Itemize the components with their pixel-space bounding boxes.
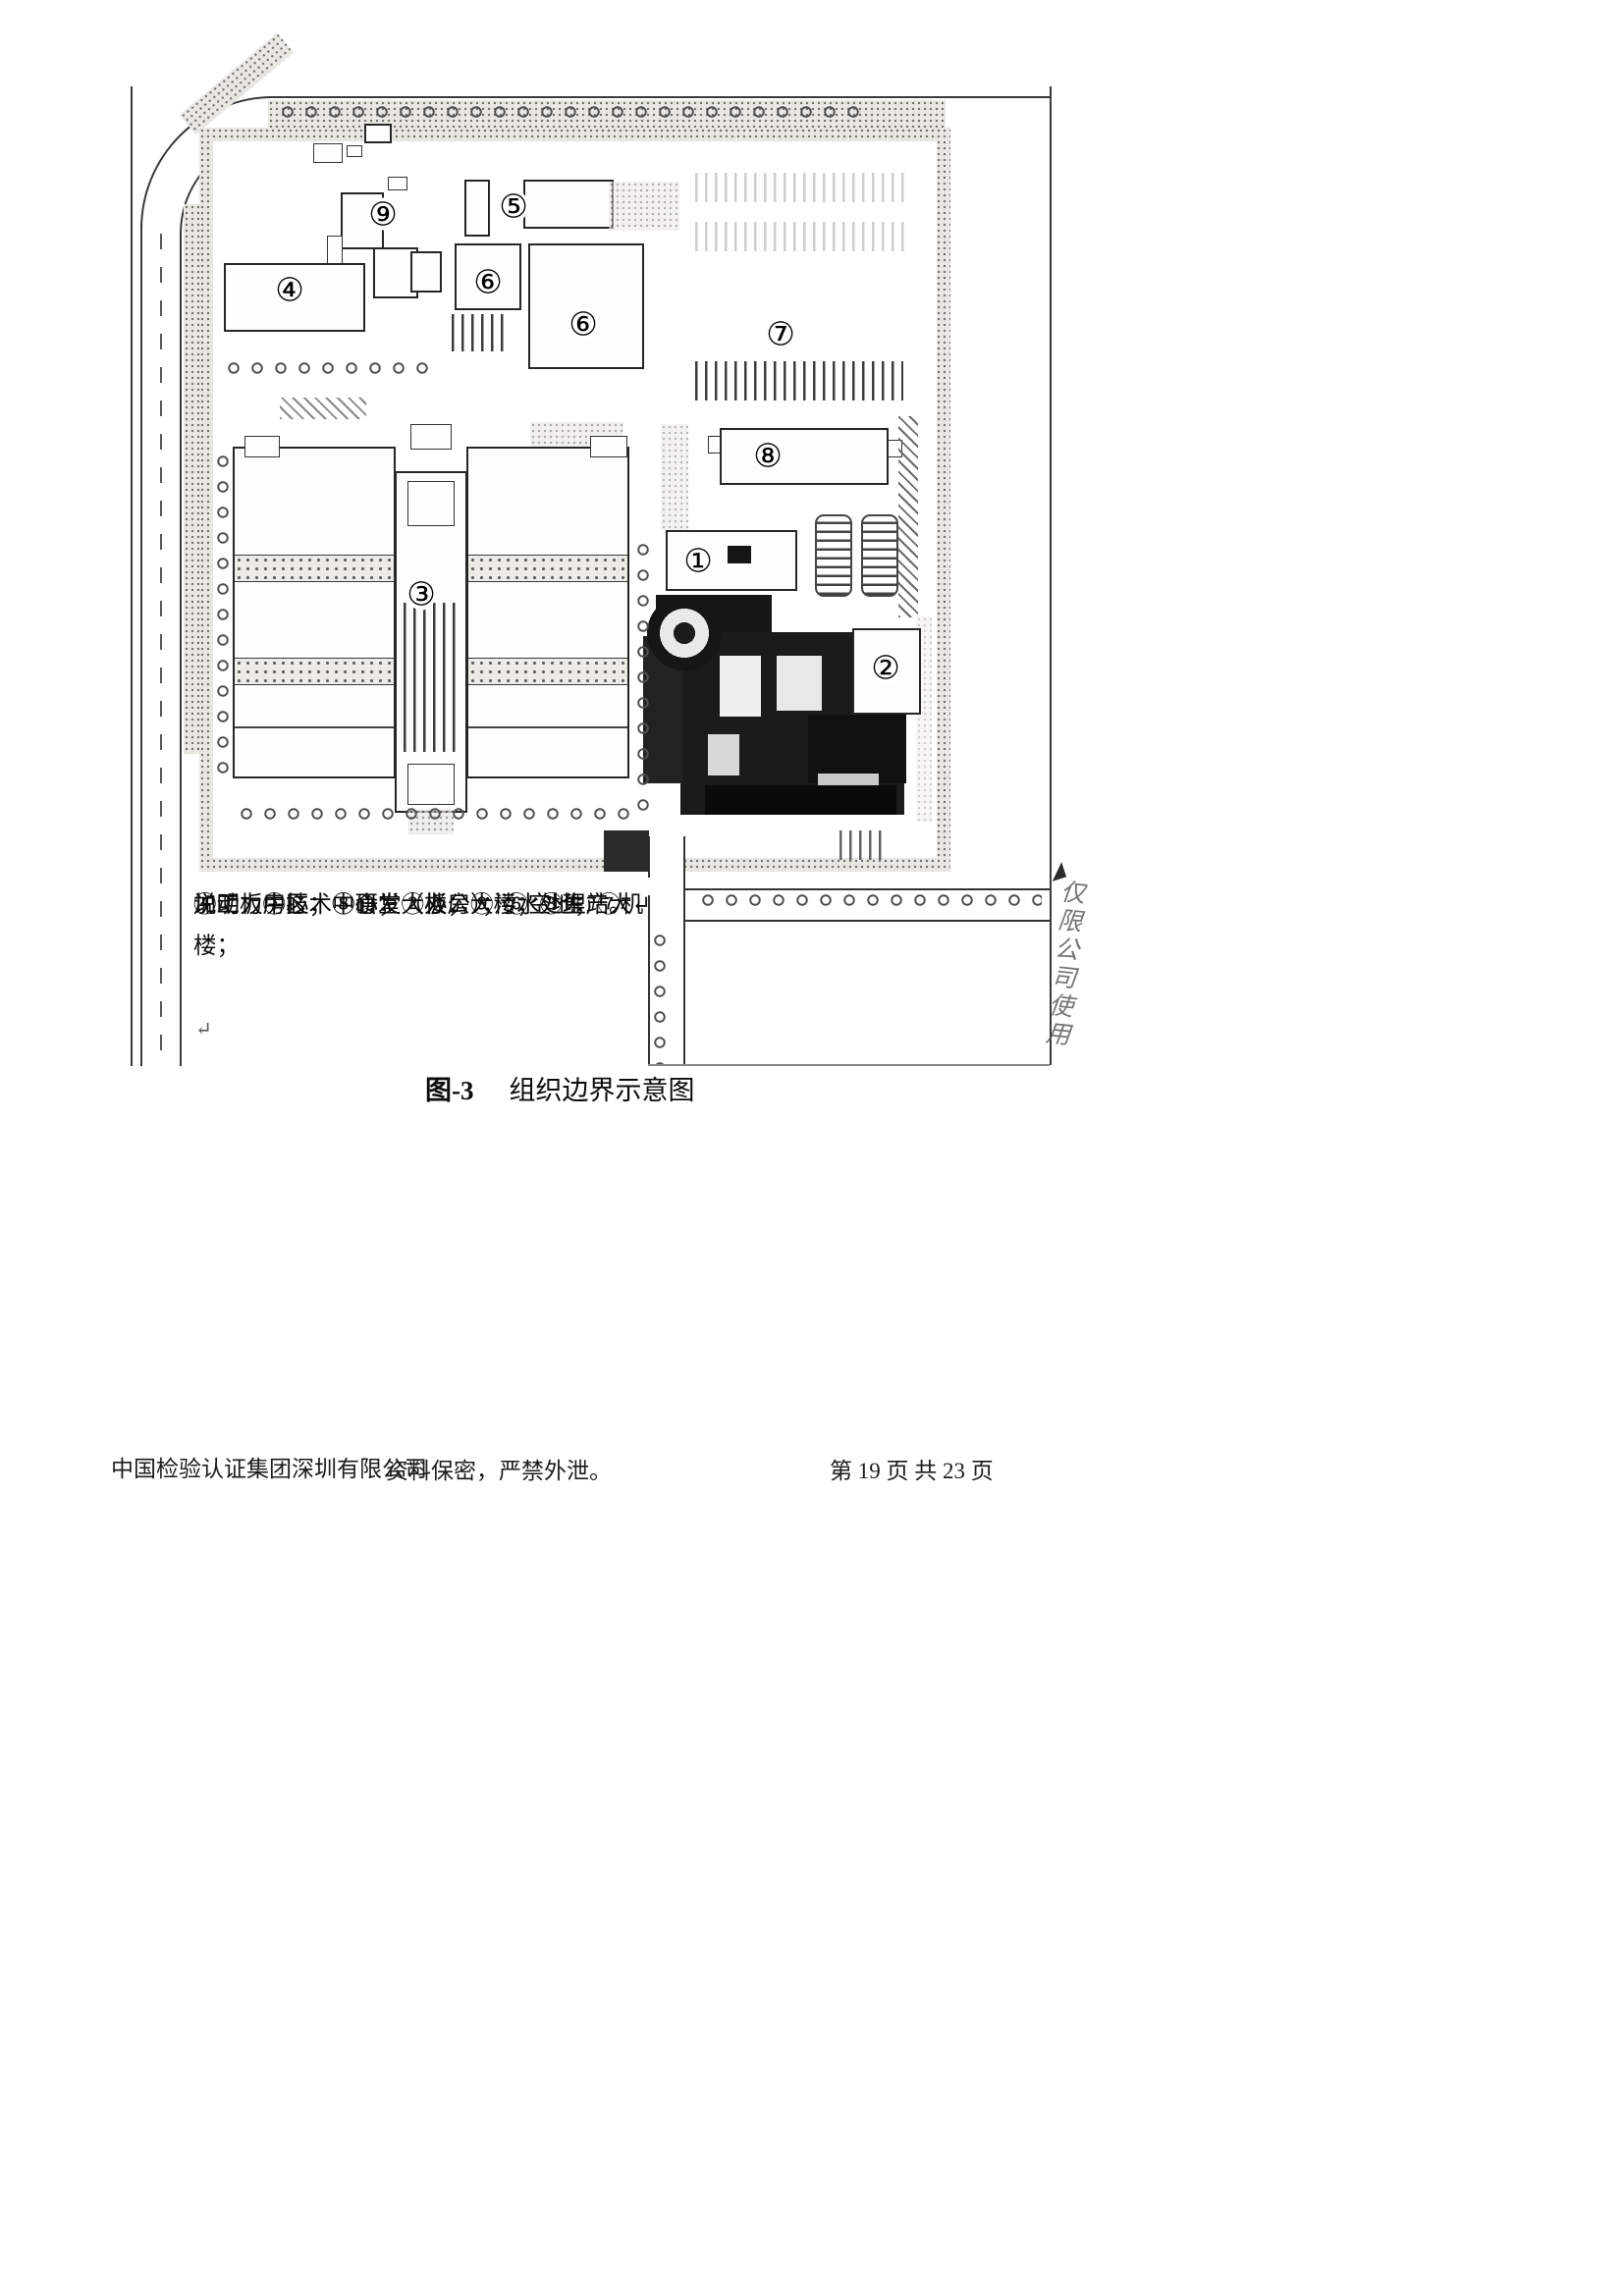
marker-1-technical-center: ①: [683, 541, 713, 580]
figure-caption: 图-3 组织边界示意图: [425, 1069, 695, 1107]
rnd-building: [720, 428, 889, 485]
corridor-strip: [468, 555, 627, 582]
corridor-strip: [235, 658, 394, 685]
green-patch: [609, 182, 679, 231]
tree-row: [237, 805, 631, 823]
stair-core: [244, 436, 280, 457]
tree-column: [214, 450, 232, 774]
site-plan-map: 说明：①技术中心；②办公大楼；③生产大楼； ④动力中心；⑤食堂（板房）；⑥空地；…: [131, 32, 1054, 1068]
spine-core: [407, 764, 455, 805]
legend-line-2: ④动力中心；⑤食堂（板房）；⑥空地；⑦机: [193, 892, 644, 918]
marker-3-production-building: ③: [406, 574, 436, 614]
courtyard: [708, 734, 739, 775]
hatched-patch: [280, 398, 366, 419]
footer-confidentiality: 资料保密，严禁外泄。: [386, 1459, 612, 1483]
marker-2-office-building: ②: [871, 648, 900, 687]
roadside-tree-row: [698, 891, 1042, 909]
production-building-west: [233, 447, 396, 778]
open-lot-large: [528, 243, 644, 369]
courtyard: [720, 656, 761, 717]
figure-caption-label: 图-3: [425, 1076, 474, 1105]
marker-7-machining-area: ⑦: [766, 314, 795, 353]
floor-line: [235, 726, 394, 728]
legend-line-1: 说明：①技术中心；②办公大楼；③生产大楼；: [193, 892, 632, 959]
circular-plaza: [645, 594, 724, 672]
spine-ramp: [404, 603, 459, 752]
road-junction-block: [604, 830, 649, 872]
stair-core: [410, 424, 452, 450]
scan-frame-left-line: [131, 86, 133, 1066]
dark-bar: [705, 785, 896, 815]
west-hedge: [184, 204, 199, 754]
small-building: [410, 251, 442, 293]
production-building-east: [466, 447, 629, 778]
corridor-strip: [235, 555, 394, 582]
west-road-left-line: [140, 224, 142, 1066]
legend-box: 说明：①技术中心；②办公大楼；③生产大楼； ④动力中心；⑤食堂（板房）；⑥空地；…: [182, 878, 657, 959]
faint-parking-row: [695, 222, 906, 251]
legend-line-3: 加工板房区；⑧研发大楼；⑨污水处理站。↵: [193, 892, 652, 918]
shed-row: [695, 361, 903, 400]
figure-caption-title: 组织边界示意图: [509, 1076, 695, 1105]
marker-4-power-center: ④: [275, 270, 304, 309]
parking-patch: [839, 830, 887, 860]
scan-frame-right-line: [1050, 86, 1052, 1065]
tree-column: [634, 538, 652, 813]
floor-line: [468, 726, 627, 728]
west-road-right-line: [180, 239, 182, 1066]
green-strip: [661, 424, 688, 530]
roof-detail: [728, 546, 751, 563]
faint-parking-row: [695, 173, 906, 202]
parking-row: [861, 514, 898, 597]
footer-page-number: 第 19 页 共 23 页: [830, 1459, 994, 1483]
marker-6-open-lot-b: ⑥: [568, 304, 598, 344]
footer-company: 中国检验认证集团深圳有限公司: [111, 1457, 427, 1481]
gate-house: [364, 124, 392, 143]
marker-6-open-lot-a: ⑥: [473, 262, 503, 301]
hatched-patch: [452, 314, 511, 351]
dark-complex-block: [808, 715, 906, 783]
marker-5-canteen: ⑤: [499, 187, 528, 226]
stair-core: [590, 436, 627, 457]
east-hedge-strip: [898, 416, 918, 617]
spine-core: [407, 481, 455, 526]
small-building: [388, 177, 407, 190]
marker-8-rnd-building: ⑧: [753, 436, 783, 475]
courtyard: [777, 656, 822, 711]
canteen-building: [523, 180, 614, 229]
canteen-annex: [464, 180, 490, 237]
west-road-center-dash: [160, 234, 162, 1066]
small-shed: [347, 145, 362, 157]
stray-return-mark: ↵: [195, 1019, 212, 1041]
small-building: [327, 236, 343, 265]
roadside-tree-column: [651, 929, 669, 1064]
parking-row: [815, 514, 852, 597]
corridor-strip: [468, 658, 627, 685]
north-boundary-line: [268, 96, 1050, 98]
scan-frame-bottom-line: [648, 1064, 1050, 1066]
tree-row: [224, 359, 435, 377]
marker-9-sewage-station: ⑨: [368, 194, 398, 234]
small-building: [313, 143, 343, 163]
avenue-tree-row: [278, 103, 867, 121]
